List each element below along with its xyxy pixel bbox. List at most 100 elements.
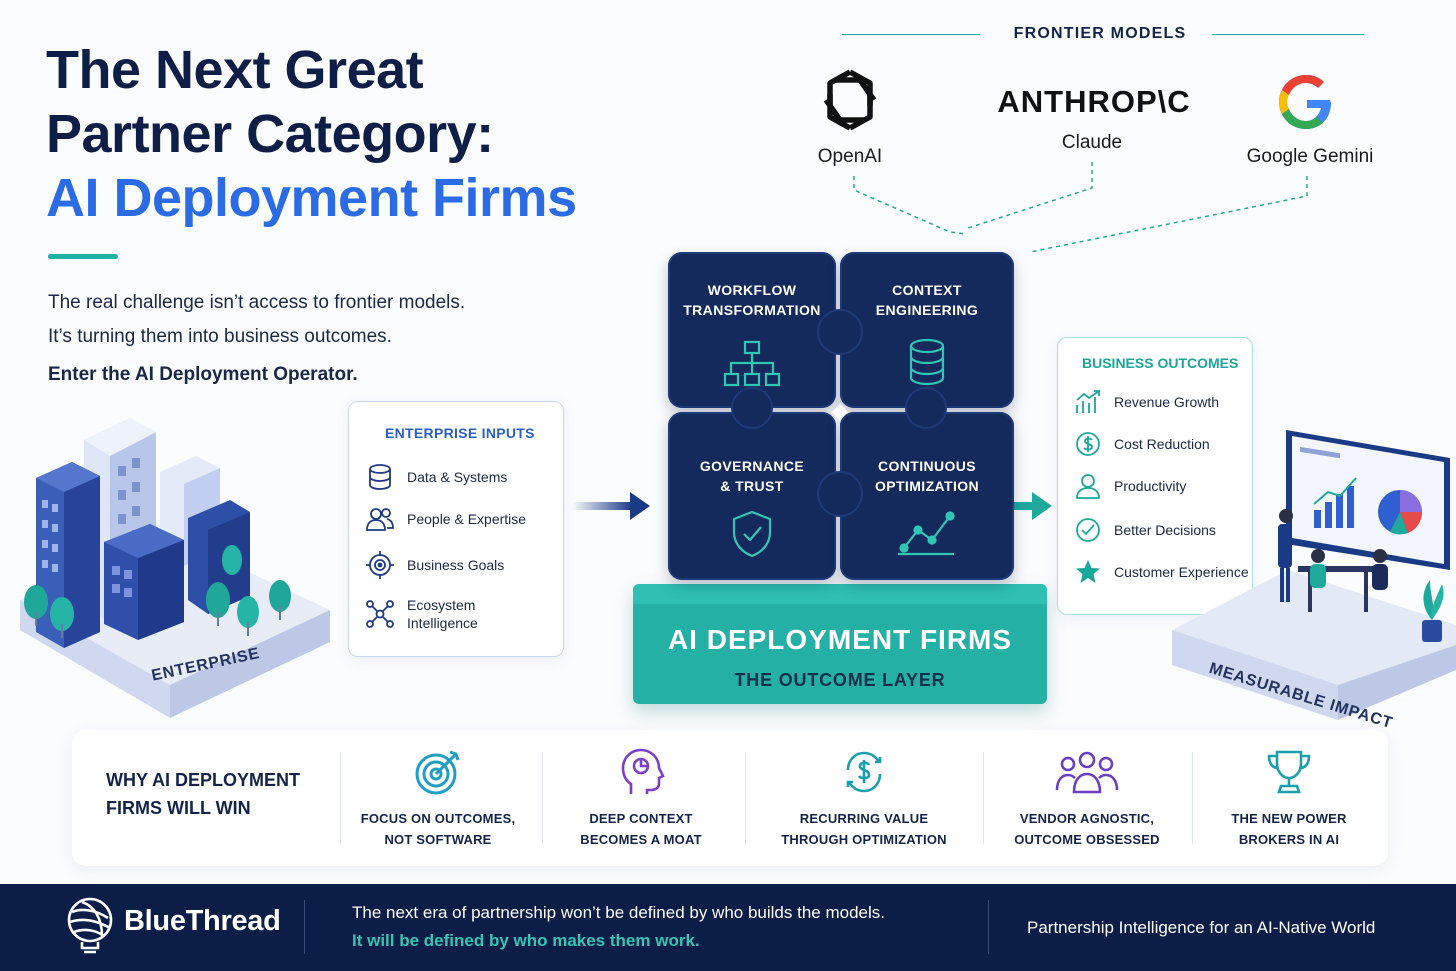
org-chart-icon xyxy=(723,340,781,387)
why-item-context: DEEP CONTEXT BECOMES A MOAT xyxy=(556,748,726,850)
why-item-line-1: FOCUS ON OUTCOMES, xyxy=(360,811,516,826)
star-icon xyxy=(1076,560,1100,583)
enterprise-city-illustration xyxy=(20,418,330,718)
why-item-line-1: THE NEW POWER xyxy=(1231,811,1347,826)
base-title: AI DEPLOYMENT FIRMS xyxy=(667,624,1013,655)
why-divider xyxy=(542,752,543,844)
puzzle-piece-optimization: CONTINUOUS OPTIMIZATION xyxy=(840,412,1014,580)
why-item-vendor: VENDOR AGNOSTIC, OUTCOME OBSESSED xyxy=(996,748,1178,850)
business-outcomes-card: BUSINESS OUTCOMES Revenue Growth Cost Re… xyxy=(1057,337,1253,615)
outcome-label: Cost Reduction xyxy=(1114,436,1210,452)
footer-tagline: Partnership Intelligence for an AI-Nativ… xyxy=(1027,918,1376,937)
model-openai-label: OpenAI xyxy=(817,146,883,167)
why-item-line-1: DEEP CONTEXT xyxy=(589,811,693,826)
dollar-circle-icon xyxy=(1076,432,1100,456)
outcome-label: Better Decisions xyxy=(1114,522,1216,538)
input-item-label: Data & Systems xyxy=(407,469,508,485)
input-item-people: People & Expertise xyxy=(365,504,526,534)
footer-bar xyxy=(0,884,1456,971)
piece-label-line-1: CONTINUOUS xyxy=(877,458,977,474)
why-item-line-2: BROKERS IN AI xyxy=(1238,832,1340,847)
outcome-item-revenue: Revenue Growth xyxy=(1074,388,1219,416)
input-item-label: Business Goals xyxy=(407,557,505,573)
title-line-3: AI Deployment Firms xyxy=(46,168,577,228)
frontier-rule-left xyxy=(842,34,980,35)
page-title: The Next Great Partner Category: AI Depl… xyxy=(46,38,686,230)
bluethread-logo-icon xyxy=(67,897,113,954)
database-icon xyxy=(909,338,945,386)
why-divider xyxy=(983,752,984,844)
puzzle-knobs xyxy=(731,309,947,517)
target-arrow-icon xyxy=(415,750,460,795)
target-icon xyxy=(366,551,394,579)
person-icon xyxy=(1076,474,1100,499)
head-brain-icon xyxy=(621,748,665,794)
model-gemini-label: Google Gemini xyxy=(1246,146,1374,167)
why-item-brokers: THE NEW POWER BROKERS IN AI xyxy=(1208,748,1370,850)
growth-chart-icon xyxy=(1076,390,1100,413)
why-item-line-2: NOT SOFTWARE xyxy=(384,832,492,847)
input-item-label: People & Expertise xyxy=(407,511,527,527)
input-item-data: Data & Systems xyxy=(365,462,507,492)
footer-line-2: It will be defined by who makes them wor… xyxy=(352,931,700,950)
google-g-logo-icon xyxy=(1279,75,1331,129)
frontier-rule-right xyxy=(1212,34,1364,35)
footer-line-1: The next era of partnership won’t be def… xyxy=(352,903,885,922)
group-icon xyxy=(1055,751,1119,794)
piece-label-line-1: WORKFLOW xyxy=(707,282,797,298)
model-claude-label: Claude xyxy=(1061,132,1123,153)
enterprise-inputs-card: ENTERPRISE INPUTS Data & Systems People … xyxy=(348,401,564,657)
outcome-label: Revenue Growth xyxy=(1114,394,1220,410)
footer-divider xyxy=(304,900,305,954)
shield-check-icon xyxy=(732,510,772,558)
intro-line-2: It’s turning them into business outcomes… xyxy=(48,326,392,347)
check-circle-icon xyxy=(1076,518,1100,542)
piece-label-line-2: OPTIMIZATION xyxy=(874,478,980,494)
input-item-goals: Business Goals xyxy=(365,550,504,580)
piece-label-line-2: ENGINEERING xyxy=(875,302,979,318)
why-item-line-2: OUTCOME OBSESSED xyxy=(1014,832,1160,847)
ai-deployment-firms-base: AI DEPLOYMENT FIRMS THE OUTCOME LAYER xyxy=(633,584,1047,704)
business-outcomes-title: BUSINESS OUTCOMES xyxy=(1082,355,1239,371)
piece-label-line-1: CONTEXT xyxy=(892,282,962,298)
title-line-1: The Next Great xyxy=(46,40,424,100)
people-icon xyxy=(366,508,394,531)
puzzle-piece-workflow: WORKFLOW TRANSFORMATION xyxy=(668,252,836,408)
arrow-right-icon xyxy=(572,492,650,520)
database-icon xyxy=(369,464,391,490)
footer-divider xyxy=(988,900,989,954)
why-item-outcomes: FOCUS ON OUTCOMES, NOT SOFTWARE xyxy=(350,748,526,850)
why-item-line-2: THROUGH OPTIMIZATION xyxy=(781,832,947,847)
why-panel xyxy=(72,730,1388,866)
why-item-line-1: RECURRING VALUE xyxy=(799,811,929,826)
piece-label-line-2: & TRUST xyxy=(720,478,784,494)
anthropic-wordmark-icon: ANTHROP\C xyxy=(997,84,1191,119)
outcome-item-productivity: Productivity xyxy=(1074,472,1186,500)
openai-logo-icon xyxy=(823,69,877,131)
outcome-item-cost: Cost Reduction xyxy=(1074,430,1210,458)
title-line-2: Partner Category: xyxy=(46,104,494,164)
outcome-label: Customer Experience xyxy=(1114,564,1249,580)
frontier-models-title: FRONTIER MODELS xyxy=(1013,25,1187,42)
brand-name: BlueThread xyxy=(124,905,281,937)
why-divider xyxy=(340,752,341,844)
why-item-recurring: RECURRING VALUE THROUGH OPTIMIZATION xyxy=(760,748,968,850)
why-heading-line-1: WHY AI DEPLOYMENT xyxy=(106,770,301,790)
intro-text: The real challenge isn’t access to front… xyxy=(48,286,568,392)
puzzle-piece-governance: GOVERNANCE & TRUST xyxy=(668,412,836,580)
base-subtitle: THE OUTCOME LAYER xyxy=(734,670,946,690)
intro-line-1: The real challenge isn’t access to front… xyxy=(48,292,466,313)
puzzle-piece-context: CONTEXT ENGINEERING xyxy=(840,252,1014,408)
outcome-label: Productivity xyxy=(1114,478,1187,494)
piece-label-line-2: TRANSFORMATION xyxy=(683,302,821,318)
why-item-line-2: BECOMES A MOAT xyxy=(580,832,702,847)
trophy-icon xyxy=(1267,750,1311,794)
line-chart-icon xyxy=(898,511,955,556)
measurable-impact-illustration xyxy=(1172,430,1456,720)
enterprise-inputs-title: ENTERPRISE INPUTS xyxy=(385,425,535,441)
piece-label-line-1: GOVERNANCE xyxy=(699,458,805,474)
arrow-right-teal-icon xyxy=(1008,492,1052,520)
